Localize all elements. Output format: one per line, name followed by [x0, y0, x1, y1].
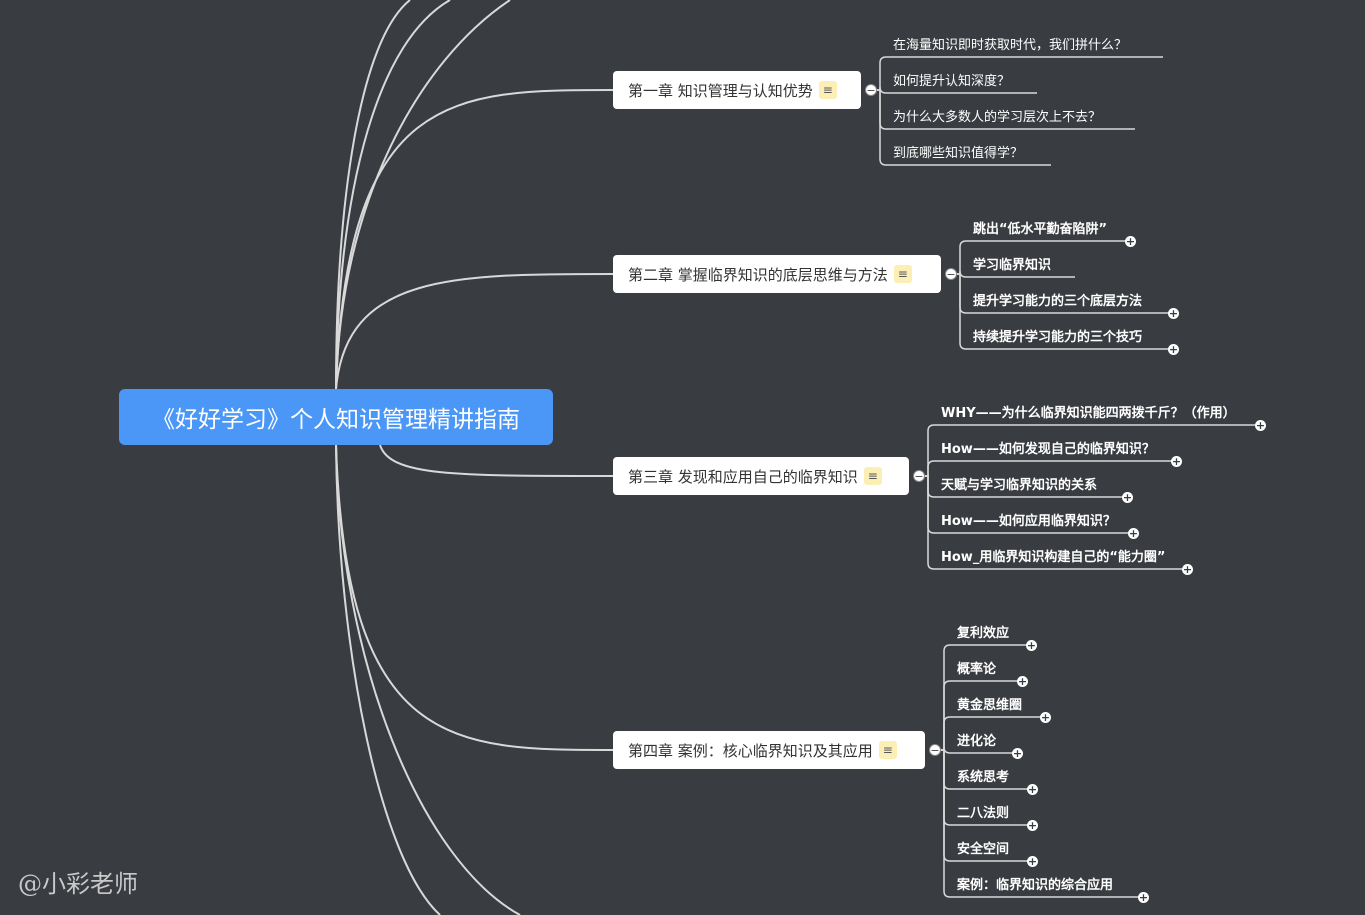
subtopic-label[interactable]: 天赋与学习临界知识的关系: [941, 478, 1098, 493]
collapse-icon[interactable]: −: [945, 267, 957, 281]
subtopic-label[interactable]: 为什么大多数人的学习层次上不去？: [893, 110, 1102, 125]
root-branch-link: [335, 0, 411, 390]
expand-icon[interactable]: +: [1012, 747, 1023, 760]
root-to-chapter-link: [335, 89, 614, 390]
expand-icon[interactable]: +: [1027, 783, 1038, 796]
expand-icon[interactable]: +: [1125, 235, 1136, 248]
subtopic-label[interactable]: 安全空间: [957, 842, 1010, 857]
subtopic-label[interactable]: How——如何发现自己的临界知识？: [941, 442, 1155, 457]
subtopic-label[interactable]: 持续提升学习能力的三个技巧: [973, 330, 1143, 345]
subtopic-link: [877, 56, 1163, 91]
root-branch-link: [335, 0, 511, 390]
subtopic-link: [941, 680, 1022, 751]
watermark: @小彩老师: [18, 870, 138, 898]
chapter-label: 第四章 案例：核心临界知识及其应用: [628, 741, 873, 760]
subtopic-link: [941, 644, 1031, 751]
subtopic-link: [877, 86, 1037, 94]
expand-icon[interactable]: +: [1128, 527, 1139, 540]
subtopic-link: [957, 273, 1173, 350]
subtopic-label[interactable]: 在海量知识即时获取时代，我们拼什么？: [893, 38, 1128, 53]
expand-icon[interactable]: +: [1255, 419, 1266, 432]
expand-icon[interactable]: +: [1122, 491, 1133, 504]
collapse-icon[interactable]: −: [865, 83, 877, 97]
root-topic[interactable]: 《好好学习》个人知识管理精讲指南: [119, 389, 553, 445]
chapter-4-node[interactable]: 第四章 案例：核心临界知识及其应用 ≡: [613, 731, 925, 769]
expand-icon[interactable]: +: [1027, 819, 1038, 832]
chapter-3-node[interactable]: 第三章 发现和应用自己的临界知识 ≡: [613, 457, 909, 495]
expand-icon[interactable]: +: [1168, 307, 1179, 320]
note-icon[interactable]: ≡: [863, 467, 882, 485]
chapter-label: 第二章 掌握临界知识的底层思维与方法: [628, 265, 888, 284]
note-icon[interactable]: ≡: [878, 741, 897, 759]
root-topic-label: 《好好学习》个人知识管理精讲指南: [152, 407, 520, 433]
chapter-label: 第一章 知识管理与认知优势: [628, 81, 813, 100]
subtopic-label[interactable]: 系统思考: [957, 770, 1010, 785]
subtopic-label[interactable]: 跳出“低水平勤奋陷阱”: [973, 222, 1108, 237]
subtopic-link: [925, 460, 1176, 477]
subtopic-link: [941, 716, 1045, 751]
subtopic-label[interactable]: 黄金思维圈: [957, 698, 1023, 713]
expand-icon[interactable]: +: [1138, 891, 1149, 904]
subtopic-link: [925, 475, 1187, 570]
subtopic-link: [925, 424, 1260, 477]
expand-icon[interactable]: +: [1168, 343, 1179, 356]
subtopic-label[interactable]: 案例：临界知识的综合应用: [957, 878, 1114, 893]
subtopic-link: [941, 749, 1143, 898]
root-branch-link: [335, 444, 521, 915]
subtopic-label[interactable]: 学习临界知识: [973, 258, 1052, 273]
subtopic-link: [941, 746, 1017, 754]
subtopic-label[interactable]: How_用临界知识构建自己的“能力圈”: [941, 550, 1166, 565]
root-to-chapter-link: [379, 444, 614, 477]
subtopic-link: [877, 89, 1051, 166]
chapter-2-node[interactable]: 第二章 掌握临界知识的底层思维与方法 ≡: [613, 255, 941, 293]
expand-icon[interactable]: +: [1171, 455, 1182, 468]
chapter-label: 第三章 发现和应用自己的临界知识: [628, 467, 858, 486]
expand-icon[interactable]: +: [1040, 711, 1051, 724]
collapse-icon[interactable]: −: [913, 469, 925, 483]
expand-icon[interactable]: +: [1027, 855, 1038, 868]
subtopic-link: [957, 240, 1130, 275]
subtopic-label[interactable]: 复利效应: [957, 626, 1010, 641]
subtopic-label[interactable]: 提升学习能力的三个底层方法: [973, 294, 1143, 309]
expand-icon[interactable]: +: [1182, 563, 1193, 576]
note-icon[interactable]: ≡: [893, 265, 912, 283]
root-to-chapter-link: [335, 444, 614, 751]
subtopic-label[interactable]: 二八法则: [957, 806, 1010, 821]
subtopic-label[interactable]: 到底哪些知识值得学？: [893, 146, 1024, 161]
subtopic-label[interactable]: How——如何应用临界知识？: [941, 514, 1116, 529]
subtopic-link: [957, 270, 1075, 278]
root-branch-link: [335, 0, 451, 390]
subtopic-label[interactable]: 如何提升认知深度？: [893, 74, 1011, 89]
root-branch-link: [335, 444, 441, 915]
subtopic-label[interactable]: 进化论: [957, 734, 997, 749]
subtopic-label[interactable]: WHY——为什么临界知识能四两拨千斤？（作用）: [941, 406, 1236, 421]
expand-icon[interactable]: +: [1017, 675, 1028, 688]
expand-icon[interactable]: +: [1026, 639, 1037, 652]
subtopic-label[interactable]: 概率论: [957, 662, 997, 677]
note-icon[interactable]: ≡: [818, 81, 837, 99]
collapse-icon[interactable]: −: [929, 743, 941, 757]
root-to-chapter-link: [335, 273, 614, 390]
chapter-1-node[interactable]: 第一章 知识管理与认知优势 ≡: [613, 71, 861, 109]
